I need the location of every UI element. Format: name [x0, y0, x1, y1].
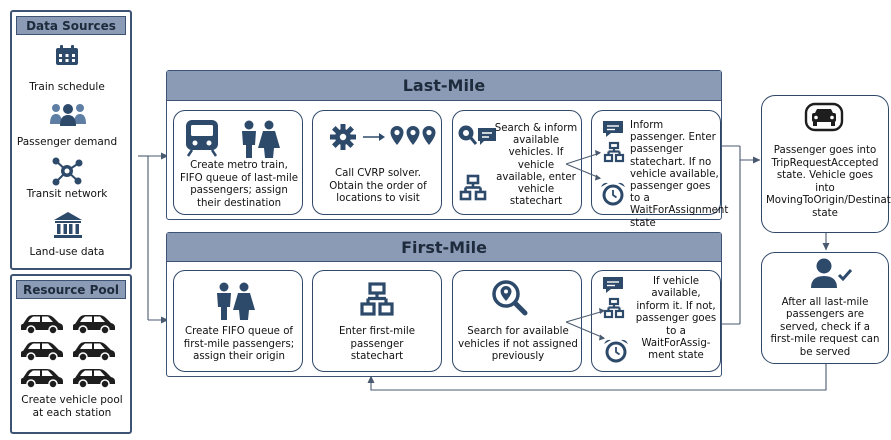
lm-search-inform-box: [452, 110, 582, 215]
passenger-couple-icon: [242, 120, 280, 158]
car-icon: [20, 341, 64, 362]
network-nodes-icon: [52, 157, 83, 186]
fm-step1-text: Create FIFO queue of first-mile passenge…: [183, 326, 295, 363]
search-message-icon: [458, 125, 496, 145]
fm-step4-branch-arrows: [565, 308, 605, 341]
car-icon: [72, 314, 116, 335]
car-icon: [20, 368, 64, 389]
last-mile-header: Last-Mile: [167, 71, 721, 101]
car-icon: [20, 314, 64, 335]
lm-step1-text: Create metro train, FIFO queue of last-m…: [179, 160, 299, 209]
lm-cvrp-box: [312, 110, 442, 215]
message-icon: [603, 121, 623, 137]
statechart-icon: [459, 174, 487, 201]
arrow-right-icon: [363, 133, 385, 141]
trip-accepted-box: [761, 95, 889, 233]
location-pins-icon: [390, 126, 436, 145]
calendar-icon: [56, 45, 78, 65]
fm-step3-text: Search for available vehicles if not ass…: [458, 326, 578, 363]
fm-step2-text: Enter first-mile passenger statechart: [338, 326, 416, 363]
resource-pool-caption: Create vehicle pool at each station: [21, 394, 123, 419]
statechart-icon: [603, 297, 625, 319]
statechart-icon: [603, 141, 625, 163]
lm-step2-text: Call CVRP solver. Obtain the order of lo…: [329, 168, 427, 205]
alarm-clock-icon: [604, 339, 628, 363]
train-schedule-label: Train schedule: [29, 81, 105, 93]
transit-network-label: Transit network: [26, 188, 108, 200]
lm-step4-branch-arrows: [565, 150, 601, 181]
alarm-clock-icon: [601, 182, 625, 206]
serve-first-mile-box: [761, 252, 889, 364]
fm-statechart-box: [312, 270, 442, 372]
metro-train-icon: [186, 120, 218, 157]
user-check-icon: [811, 258, 853, 288]
people-group-icon: [50, 104, 86, 126]
trip-accepted-text: Passenger goes into TripRequestAccepted …: [766, 145, 891, 219]
passenger-couple-icon: [217, 282, 255, 320]
message-icon: [603, 277, 623, 293]
statechart-icon: [360, 282, 394, 316]
data-sources-panel: Data Sources: [10, 10, 132, 270]
lm-step3-text: Search & inform available vehicles. If v…: [494, 123, 578, 208]
car-front-icon: [804, 102, 844, 132]
data-sources-header: Data Sources: [16, 16, 126, 35]
lm-step4-text: Inform passenger. Enter passenger statec…: [630, 120, 729, 229]
car-fleet-icons: [20, 314, 116, 389]
search-location-icon: [492, 280, 528, 316]
resource-pool-header: Resource Pool: [16, 280, 126, 299]
car-icon: [72, 368, 116, 389]
fm-step4-text: If vehicle available, inform it. If not,…: [635, 276, 717, 362]
passenger-demand-label: Passenger demand: [16, 136, 118, 148]
serve-first-mile-text: After all last-mile passengers are serve…: [770, 297, 880, 358]
gear-icon: [330, 124, 356, 150]
land-use-data-label: Land-use data: [29, 246, 105, 258]
bank-building-icon: [54, 212, 82, 238]
fm-create-queue-box: [173, 270, 303, 372]
car-icon: [72, 341, 116, 362]
first-mile-header: First-Mile: [167, 233, 721, 262]
